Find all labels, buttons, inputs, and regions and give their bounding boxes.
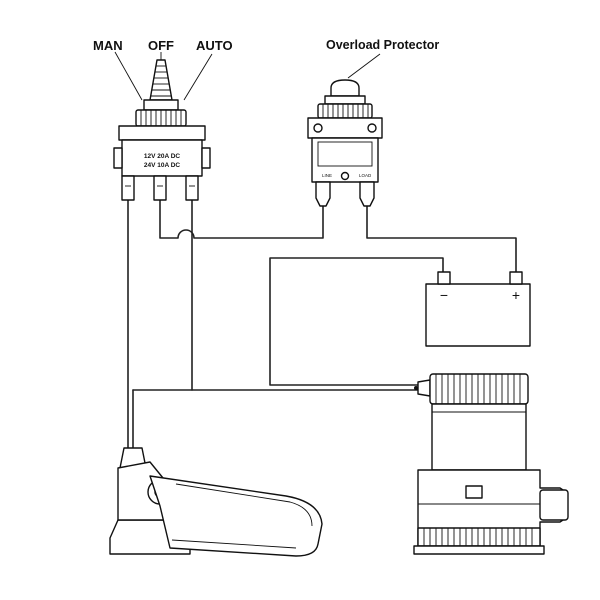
breaker-terminal-load-label: LOAD xyxy=(359,173,372,178)
switch-rating-line-1: 12V 20A DC xyxy=(144,153,181,160)
toggle-switch: 12V 20A DC 24V 10A DC xyxy=(113,51,213,201)
breaker-terminal-line xyxy=(315,181,331,207)
battery-body xyxy=(425,283,531,347)
pump-foot xyxy=(413,545,545,555)
switch-terminal-auto xyxy=(185,175,199,201)
pump-cable-relief xyxy=(417,379,431,397)
pump-cap xyxy=(429,373,529,405)
switch-label-man: MAN xyxy=(93,38,123,53)
pump-cap-ribs xyxy=(435,374,521,404)
switch-body-right-tab xyxy=(201,147,211,169)
wire-switch-to-breaker xyxy=(159,199,324,239)
pump-motor-housing xyxy=(431,403,527,471)
bilge-pump xyxy=(413,373,569,555)
switch-terminal-man xyxy=(121,175,135,201)
breaker-collar xyxy=(324,95,366,105)
switch-rating-line-2: 24V 10A DC xyxy=(144,162,181,169)
switch-label-auto: AUTO xyxy=(196,38,233,53)
float-arm xyxy=(149,475,323,557)
wires xyxy=(127,199,517,449)
pump-strainer-slots xyxy=(423,528,533,546)
switch-label-off: OFF xyxy=(148,38,174,53)
switch-body-left-tab xyxy=(113,147,123,169)
wire-breaker-to-battery-positive xyxy=(366,205,517,273)
breaker-screw-right xyxy=(367,123,377,133)
switch-bushing xyxy=(143,99,179,111)
breaker-terminal-line-label: LINE xyxy=(322,173,332,178)
switch-terminal-center xyxy=(153,175,167,201)
pump-outlet xyxy=(539,489,569,521)
leader-auto xyxy=(183,53,213,101)
breaker-pin xyxy=(340,171,350,181)
battery: − + xyxy=(425,271,531,347)
switch-plate xyxy=(118,125,206,141)
overload-protector: LINE LOAD xyxy=(307,53,383,207)
leader-man xyxy=(114,51,143,101)
battery-positive-symbol: + xyxy=(512,287,520,303)
breaker-terminal-load xyxy=(359,181,375,207)
pump-base-window xyxy=(465,485,483,499)
lever-ridges xyxy=(151,65,171,97)
breaker-window xyxy=(317,141,373,167)
breaker-button xyxy=(330,79,360,97)
overload-protector-label: Overload Protector xyxy=(326,38,440,52)
wire-battery-negative-to-pump xyxy=(269,257,444,386)
leader-overload xyxy=(347,53,381,79)
float-switch xyxy=(109,447,323,557)
breaker-screw-left xyxy=(313,123,323,133)
battery-terminal-negative xyxy=(437,271,451,285)
battery-negative-symbol: − xyxy=(440,287,448,303)
breaker-nut xyxy=(317,103,373,119)
nut-knurl xyxy=(140,110,182,126)
battery-terminal-positive xyxy=(509,271,523,285)
